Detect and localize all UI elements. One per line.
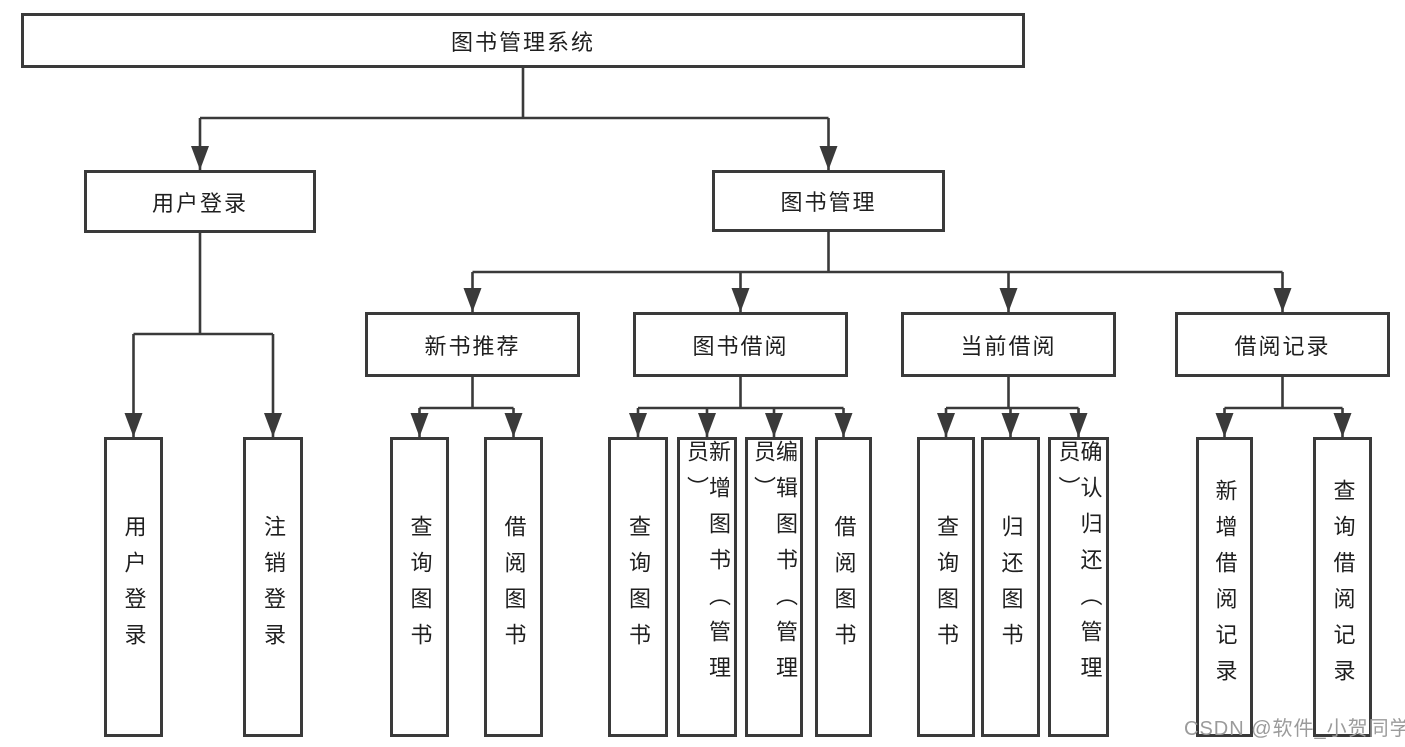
- leaf-query-books-borrow: 查询图书: [608, 437, 668, 737]
- node-root-library-management-system: 图书管理系统: [21, 13, 1025, 68]
- leaf-add-borrow-record: 新增借阅记录: [1196, 437, 1253, 737]
- leaf-return-books: 归还图书: [981, 437, 1040, 737]
- leaf-query-books-current: 查询图书: [917, 437, 975, 737]
- connector-book-borrow-to-leaves: [629, 377, 853, 437]
- leaf-query-borrow-record: 查询借阅记录: [1313, 437, 1372, 737]
- node-borrow-records: 借阅记录: [1175, 312, 1390, 377]
- leaf-query-books-recommend: 查询图书: [390, 437, 449, 737]
- connector-current-borrow-to-leaves: [937, 377, 1088, 437]
- leaf-edit-books-admin: 编辑图书（管理员）: [745, 437, 803, 737]
- connector-new-book-recommend-to-leaves: [410, 377, 523, 437]
- node-current-borrow: 当前借阅: [901, 312, 1116, 377]
- leaf-borrow-books-recommend: 借阅图书: [484, 437, 543, 737]
- connector-user-login-to-leaves: [124, 233, 282, 437]
- node-book-borrow: 图书借阅: [633, 312, 848, 377]
- leaf-user-login: 用户登录: [104, 437, 163, 737]
- node-new-book-recommend: 新书推荐: [365, 312, 580, 377]
- node-book-management: 图书管理: [712, 170, 945, 232]
- connector-borrow-records-to-leaves: [1215, 377, 1352, 437]
- leaf-confirm-return-admin: 确认归还（管理员）: [1048, 437, 1109, 737]
- node-user-login: 用户登录: [84, 170, 316, 233]
- leaf-add-books-admin: 新增图书（管理员）: [677, 437, 737, 737]
- csdn-watermark: CSDN @软件_小贺同学: [1184, 718, 1405, 740]
- connector-book-management-to-level3: [463, 232, 1292, 312]
- leaf-logout: 注销登录: [243, 437, 303, 737]
- leaf-borrow-books: 借阅图书: [815, 437, 872, 737]
- connector-root-to-level2: [191, 68, 838, 170]
